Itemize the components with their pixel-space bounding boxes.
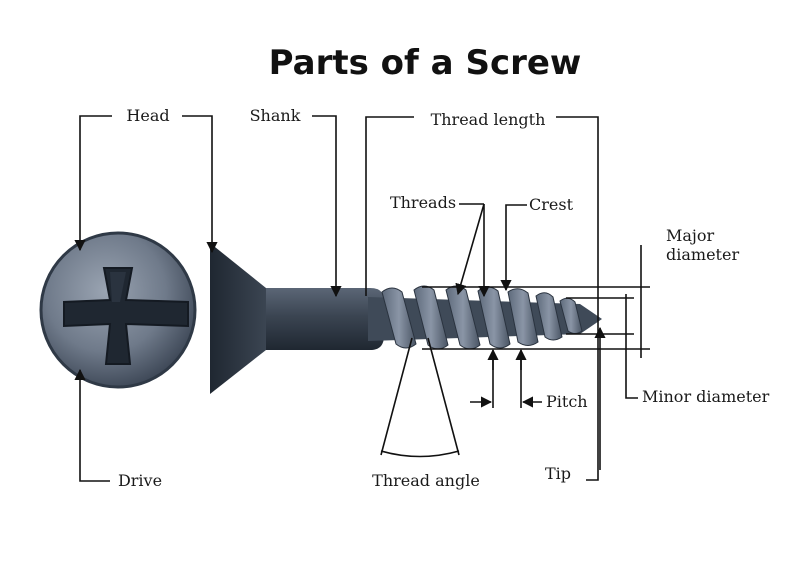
screw-head-cone [210, 243, 266, 394]
shank-label: Shank [250, 106, 301, 125]
pitch-label: Pitch [546, 392, 588, 411]
thread-angle-line-left [380, 337, 413, 456]
crest-leader [500, 204, 527, 292]
thread-angle-label: Thread angle [372, 471, 480, 490]
major-diameter-label-line1: Major [666, 226, 715, 245]
head-label: Head [126, 106, 169, 125]
diagram-title: Parts of a Screw [269, 43, 582, 83]
thread-length-bracket-left [365, 116, 414, 296]
screw-shank [266, 288, 384, 350]
major-diameter-label-line2: diameter [666, 245, 739, 264]
head-leader-left [74, 115, 112, 252]
screw-side-view [210, 243, 602, 394]
thread-angle-arc [380, 450, 460, 458]
threads-label: Threads [390, 193, 456, 212]
head-leader-right [182, 115, 218, 254]
phillips-drive-recess [63, 267, 189, 365]
thread-angle-line-right [427, 337, 460, 456]
thread-length-label: Thread length [431, 110, 546, 129]
threads-leader-1 [455, 203, 485, 296]
minor-diameter-label: Minor diameter [642, 387, 770, 406]
shank-leader [312, 115, 342, 298]
drive-label: Drive [118, 471, 162, 490]
crest-label: Crest [529, 195, 574, 214]
screw-head-front-view [39, 231, 197, 389]
drive-leader [74, 368, 110, 482]
tip-label: Tip [545, 464, 571, 483]
minor-diameter-leader [625, 294, 638, 399]
